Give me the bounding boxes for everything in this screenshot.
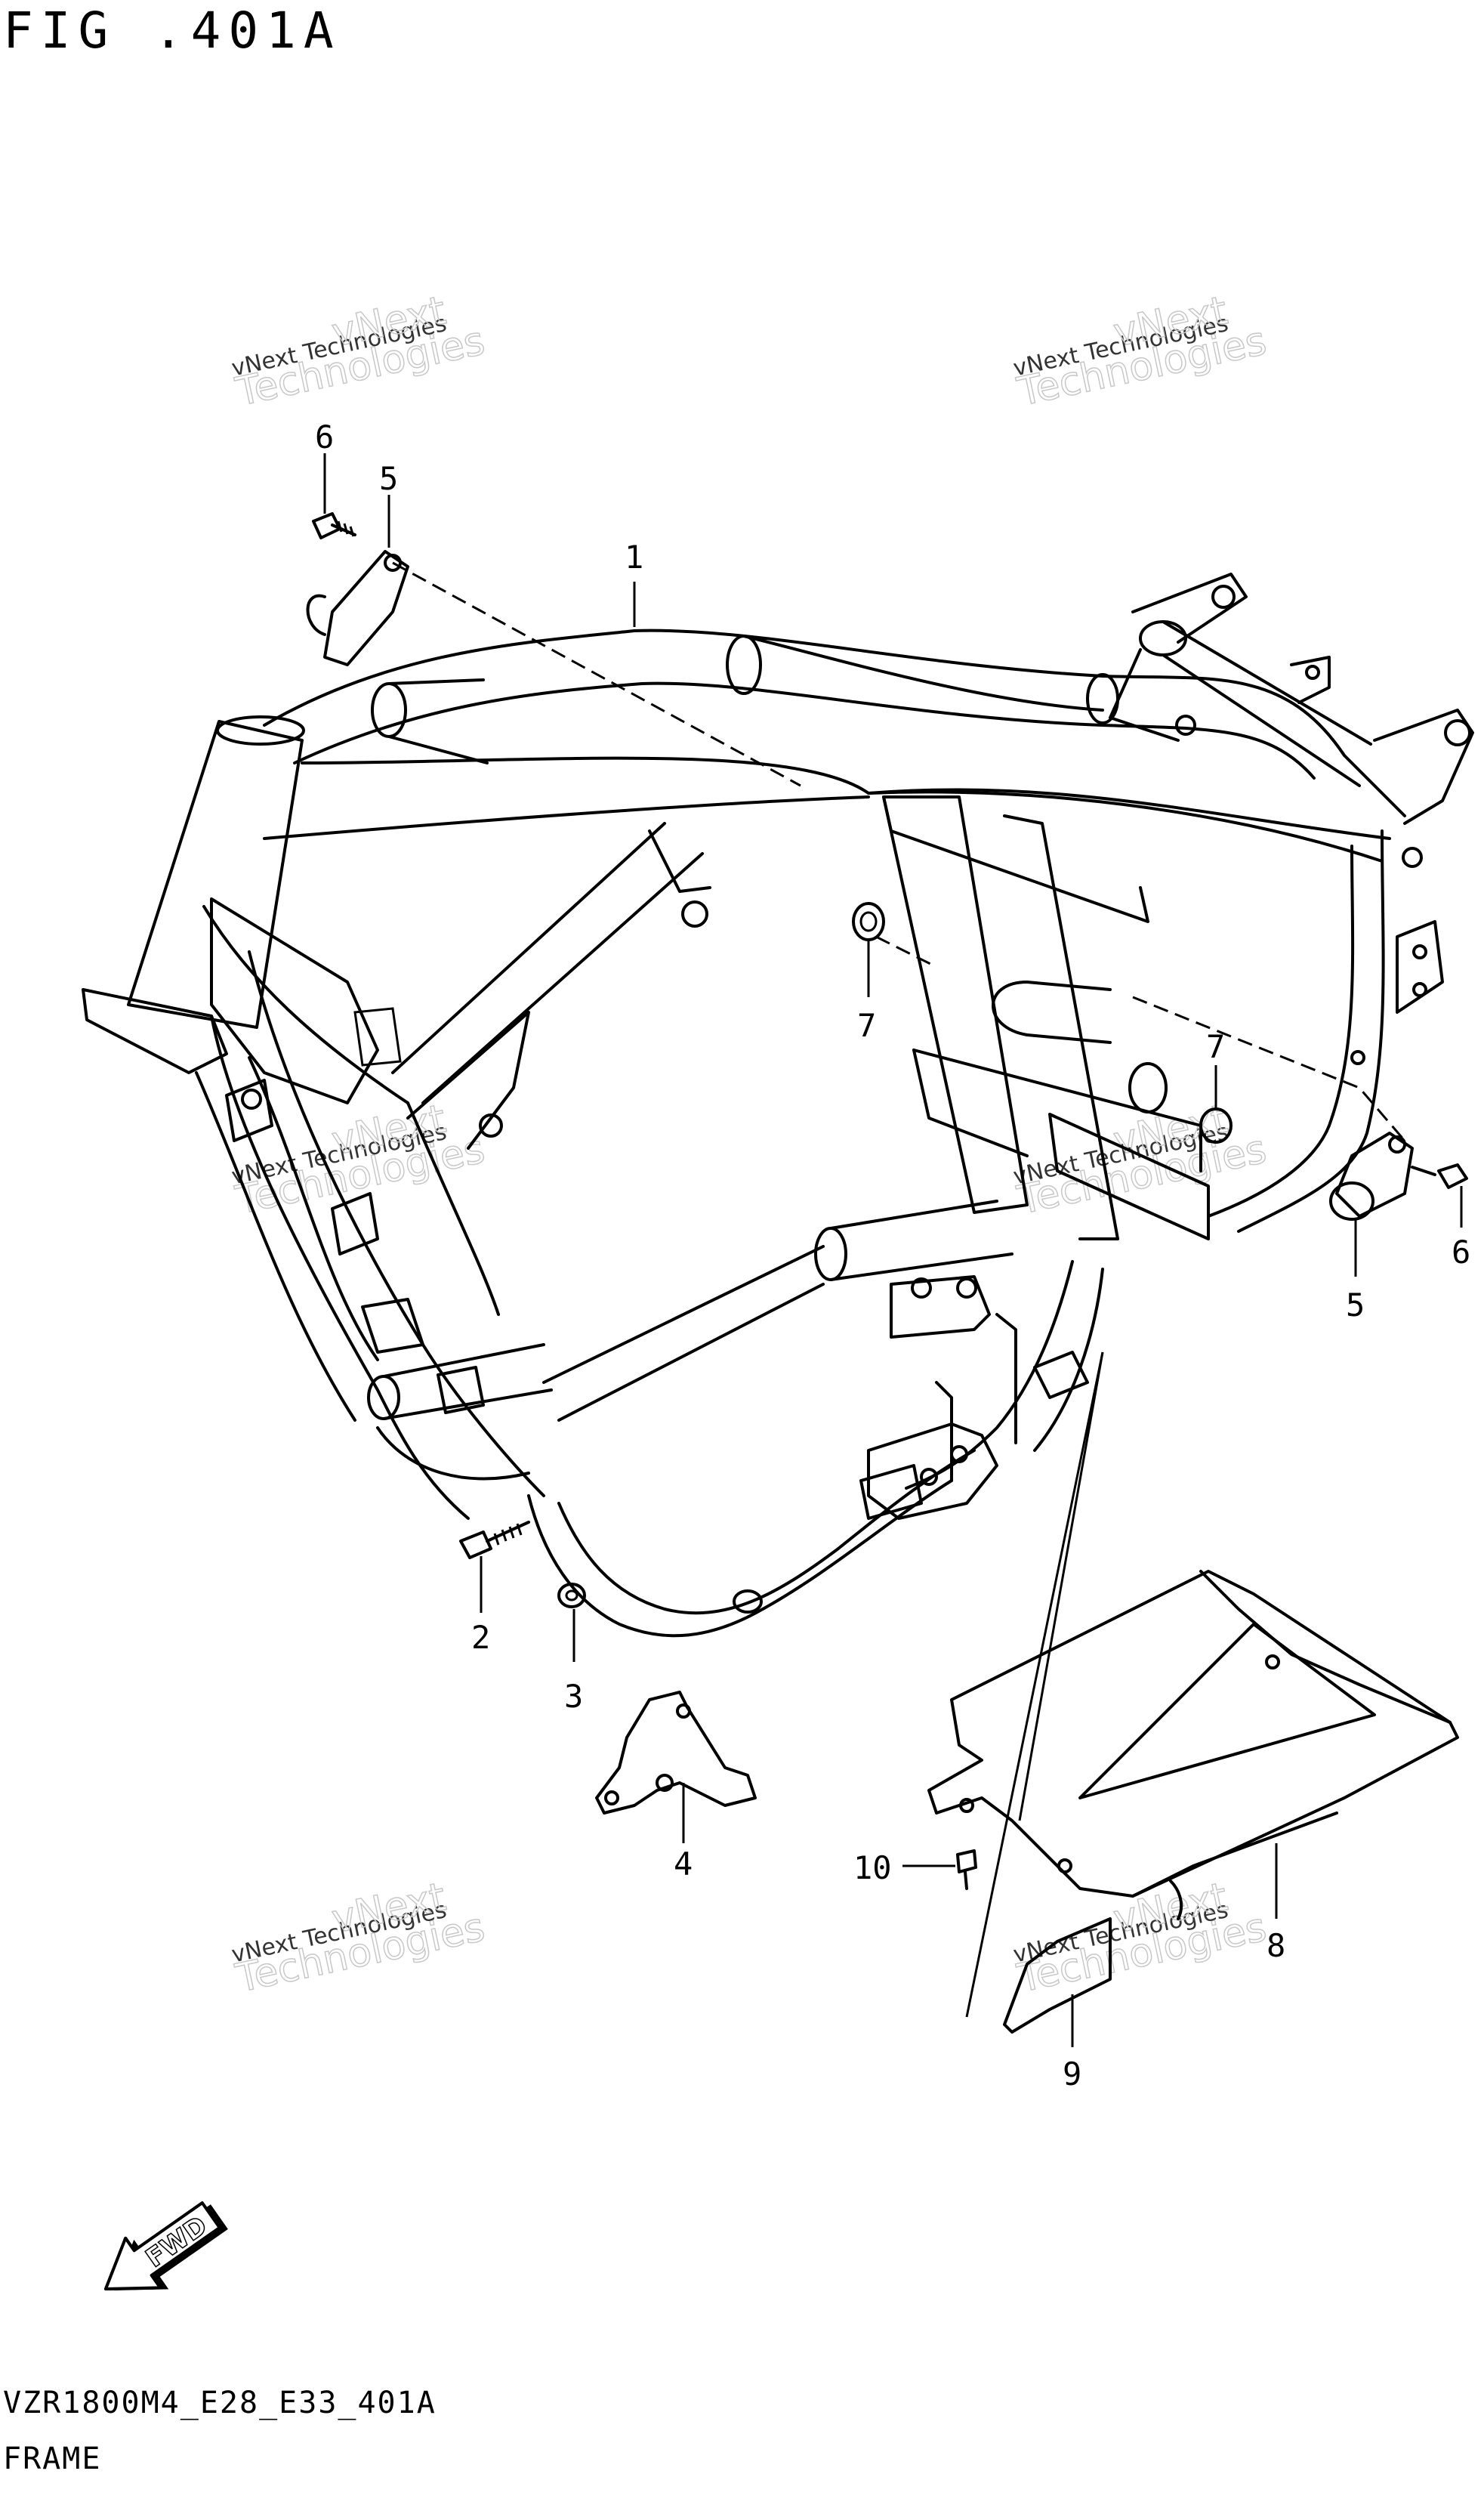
screw-10	[956, 1849, 977, 1890]
assembly-line	[1018, 1351, 1104, 1821]
callout-6-left: 6	[315, 419, 334, 456]
model-code: VZR1800M4_E28_E33_401A	[3, 2386, 437, 2420]
nut-3	[557, 1583, 586, 1608]
leader-lines	[323, 453, 1463, 2047]
callout-6-right: 6	[1452, 1234, 1470, 1271]
assembly-line	[965, 1351, 1104, 2018]
bracket-5-right	[1329, 1132, 1414, 1221]
callout-4: 4	[674, 1845, 693, 1883]
dashed-assembly-line	[392, 561, 801, 787]
bolt-6-right	[1411, 1163, 1468, 1189]
callout-8: 8	[1266, 1927, 1285, 1964]
callout-10: 10	[853, 1849, 892, 1886]
callout-3: 3	[564, 1678, 583, 1715]
skid-plate-8	[927, 1570, 1459, 1898]
section-name: FRAME	[3, 2442, 102, 2476]
cover-9	[1003, 1879, 1183, 2034]
grommet-7-left	[852, 902, 885, 941]
dashed-assembly-line	[1132, 996, 1406, 1141]
bracket-5-left	[306, 550, 409, 666]
bracket-4	[595, 1691, 757, 1815]
callout-2: 2	[471, 1619, 490, 1656]
callout-7-left: 7	[857, 1007, 876, 1044]
bolt-6-left	[312, 512, 356, 539]
frame-body	[82, 573, 1474, 1638]
callout-9: 9	[1063, 2056, 1081, 2093]
fwd-arrow-icon: FWD	[104, 2201, 228, 2290]
figure-title: FIG .401A	[3, 2, 341, 60]
callout-7-right: 7	[1206, 1028, 1225, 1065]
dashed-assembly-line	[875, 935, 937, 968]
callout-1: 1	[625, 539, 643, 576]
bolt-2	[459, 1521, 530, 1559]
callout-5-left: 5	[379, 460, 398, 497]
callout-5-right: 5	[1346, 1286, 1365, 1323]
